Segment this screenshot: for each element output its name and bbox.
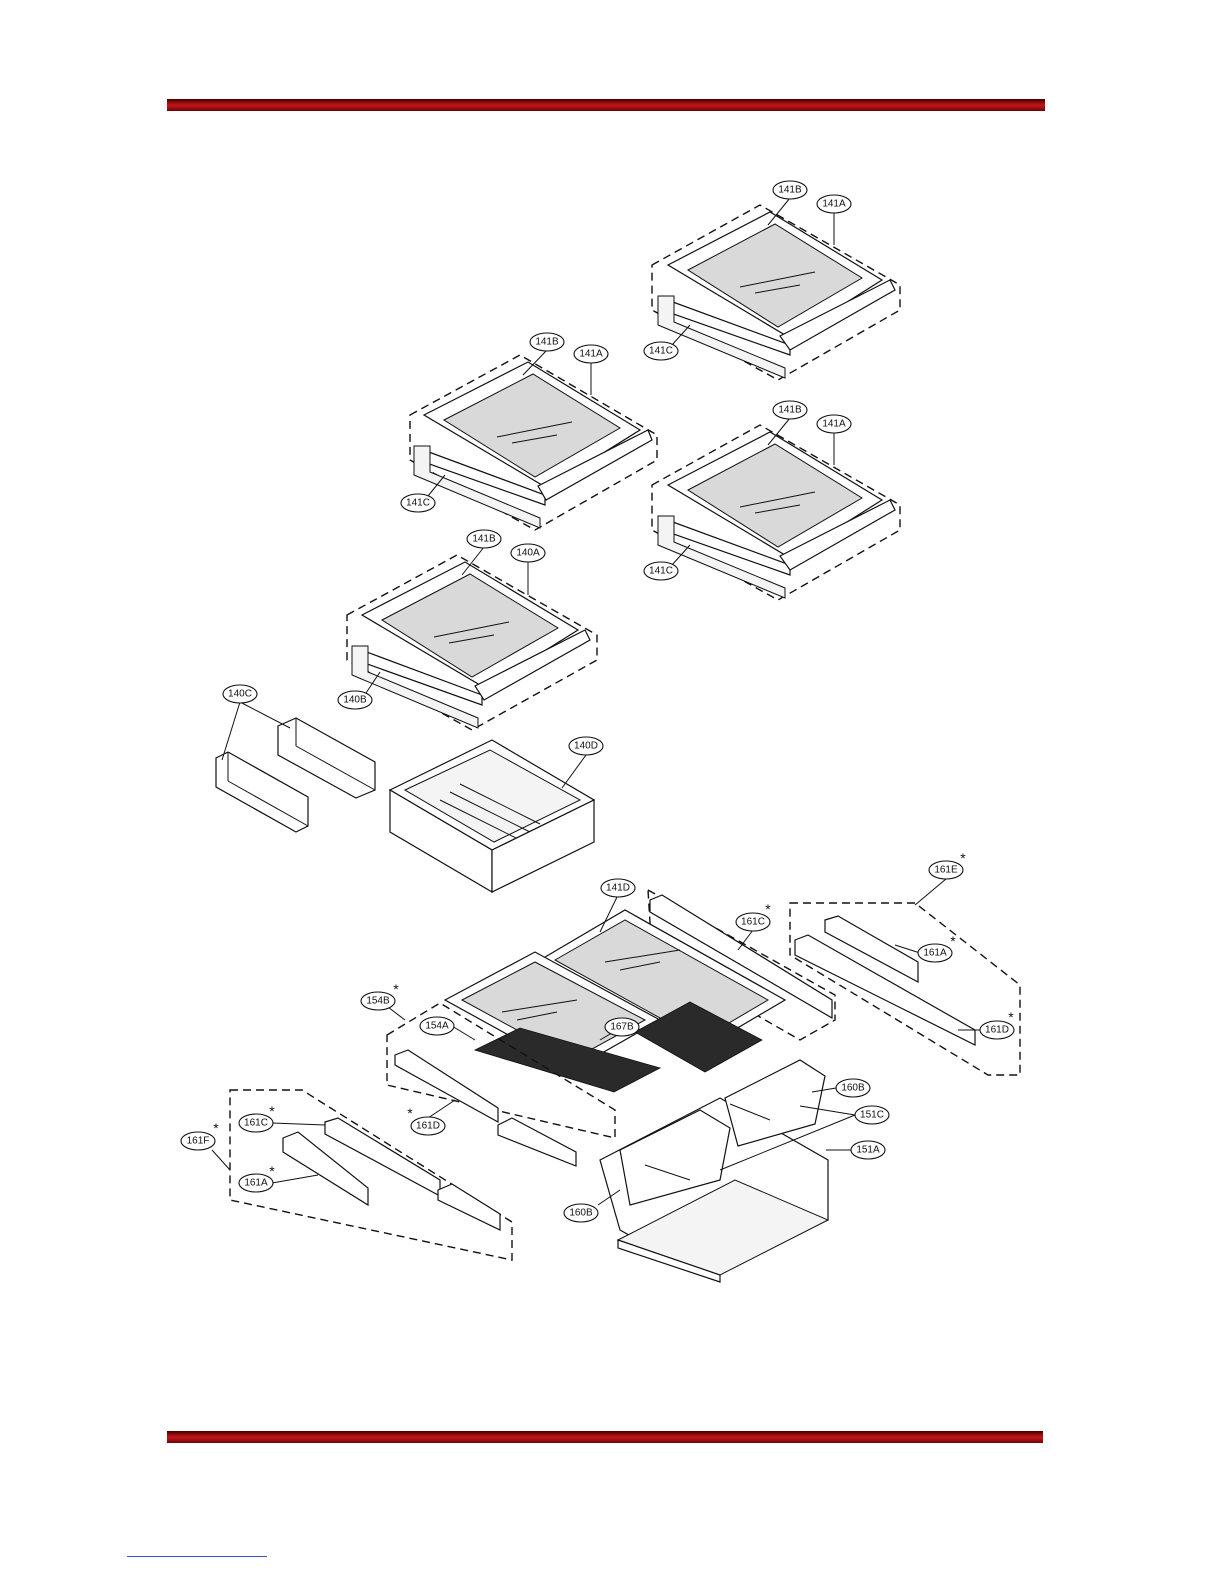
callout-160b-1: 160B bbox=[836, 1079, 870, 1097]
callout-text: 141C bbox=[649, 566, 673, 577]
callout-154b: 154B bbox=[361, 992, 395, 1010]
asterisk-mark: * bbox=[269, 1163, 275, 1179]
callout-text: 161C bbox=[741, 917, 765, 928]
callout-text: 160B bbox=[841, 1083, 865, 1094]
callout-141d: 141D bbox=[601, 879, 635, 897]
asterisk-mark: * bbox=[407, 1105, 413, 1121]
callout-text: 140D bbox=[574, 741, 598, 752]
callout-text: 167B bbox=[610, 1022, 634, 1033]
callout-141a-2: 141A bbox=[574, 345, 608, 363]
asterisk-mark: * bbox=[1008, 1009, 1014, 1025]
callout-141c-1: 141C bbox=[644, 342, 678, 360]
callout-141b-4: 141B bbox=[467, 530, 501, 548]
callout-text: 141B bbox=[472, 534, 496, 545]
callout-text: 151C bbox=[860, 1110, 884, 1121]
callout-text: 161C bbox=[244, 1118, 268, 1129]
callout-text: 141A bbox=[579, 349, 603, 360]
callout-text: 141B bbox=[778, 185, 802, 196]
callout-141a-1: 141A bbox=[817, 195, 851, 213]
callout-text: 154A bbox=[425, 1021, 449, 1032]
callout-text: 141B bbox=[535, 337, 559, 348]
callout-154a: 154A bbox=[420, 1017, 454, 1035]
callout-140c: 140C bbox=[223, 685, 257, 703]
asterisk-mark: * bbox=[765, 901, 771, 917]
asterisk-mark: * bbox=[393, 981, 399, 997]
callout-text: 141C bbox=[649, 346, 673, 357]
callout-161a-2: 161A bbox=[239, 1174, 273, 1192]
callout-text: 161D bbox=[985, 1025, 1009, 1036]
callout-161e: 161E bbox=[929, 861, 963, 879]
callout-text: 161A bbox=[244, 1178, 268, 1189]
asterisk-mark: * bbox=[269, 1103, 275, 1119]
freezer-basket-assembly bbox=[387, 890, 835, 1282]
callout-141b-1: 141B bbox=[773, 181, 807, 199]
callout-140d: 140D bbox=[569, 737, 603, 755]
callout-141b-3: 141B bbox=[773, 401, 807, 419]
callout-text: 141A bbox=[822, 419, 846, 430]
callout-text: 161A bbox=[923, 948, 947, 959]
callout-text: 154B bbox=[366, 996, 390, 1007]
callout-text: 140A bbox=[516, 548, 540, 559]
callout-160b-2: 160B bbox=[564, 1204, 598, 1222]
asterisk-mark: * bbox=[950, 933, 956, 949]
callout-text: 151A bbox=[856, 1145, 880, 1156]
callout-text: 141B bbox=[778, 405, 802, 416]
callout-text: 161F bbox=[187, 1136, 210, 1147]
callout-text: 161E bbox=[934, 865, 958, 876]
callout-text: 141C bbox=[406, 498, 430, 509]
callout-text: 160B bbox=[569, 1208, 593, 1219]
callout-161a-1: 161A bbox=[918, 944, 952, 962]
callout-141a-3: 141A bbox=[817, 415, 851, 433]
callout-140b: 140B bbox=[338, 691, 372, 709]
callout-141c-2: 141C bbox=[401, 494, 435, 512]
shelf-assembly-lower-left bbox=[347, 555, 597, 730]
asterisk-mark: * bbox=[213, 1120, 219, 1136]
callout-text: 141D bbox=[606, 883, 630, 894]
callout-text: 140B bbox=[343, 695, 367, 706]
asterisk-mark: * bbox=[960, 850, 966, 866]
callout-161f: 161F bbox=[181, 1132, 215, 1150]
shelf-assembly-top-right bbox=[652, 205, 900, 380]
callout-161c-2: 161C bbox=[239, 1114, 273, 1132]
crisper-drawer bbox=[390, 740, 594, 892]
callout-text: 161D bbox=[416, 1121, 440, 1132]
callout-text: 141A bbox=[822, 199, 846, 210]
callout-141b-2: 141B bbox=[530, 333, 564, 351]
shelf-assembly-middle-right bbox=[652, 425, 900, 600]
callout-141c-3: 141C bbox=[644, 562, 678, 580]
callout-161d-2: 161D bbox=[411, 1117, 445, 1135]
callout-167b: 167B bbox=[605, 1018, 639, 1036]
callout-140a: 140A bbox=[511, 544, 545, 562]
callout-151c: 151C bbox=[855, 1106, 889, 1124]
callout-text: 140C bbox=[228, 689, 252, 700]
callout-151a: 151A bbox=[851, 1141, 885, 1159]
shelf-assembly-middle-left bbox=[410, 355, 657, 530]
crisper-rail-pair bbox=[216, 718, 375, 832]
